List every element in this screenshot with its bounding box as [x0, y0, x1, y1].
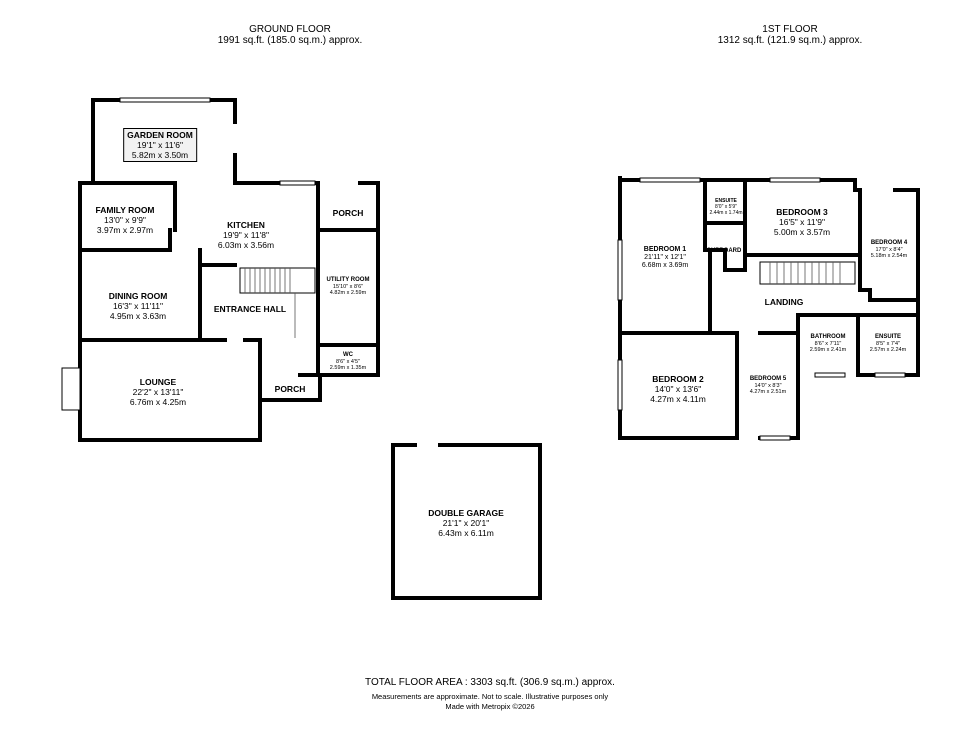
room-cupboard: CUPBOARD	[706, 248, 742, 254]
first-floor-area: 1312 sq.ft. (121.9 sq.m.) approx.	[717, 35, 863, 46]
room-double-garage: DOUBLE GARAGE 21'1" x 20'1" 6.43m x 6.11…	[428, 508, 504, 538]
room-bedroom-4: BEDROOM 4 17'0" x 8'4" 5.18m x 2.54m	[870, 240, 908, 259]
room-bedroom-5: BEDROOM 5 14'0" x 8'3" 4.27m x 2.51m	[749, 376, 787, 395]
room-porch-front: PORCH	[274, 384, 306, 394]
room-garden-room: GARDEN ROOM 19'1" x 11'6" 5.82m x 3.50m	[123, 128, 197, 162]
room-ensuite-2: ENSUITE 8'5" x 7'4" 2.57m x 2.24m	[869, 334, 907, 353]
total-floor-area: TOTAL FLOOR AREA : 3303 sq.ft. (306.9 sq…	[365, 677, 615, 688]
room-porch-rear: PORCH	[332, 208, 364, 218]
room-dining-room: DINING ROOM 16'3" x 11'11" 4.95m x 3.63m	[108, 291, 168, 321]
credit: Made with Metropix ©2026	[445, 702, 535, 711]
room-ensuite-1: ENSUITE 8'0" x 5'9" 2.44m x 1.74m	[709, 198, 743, 216]
disclaimer: Measurements are approximate. Not to sca…	[371, 692, 609, 701]
room-bedroom-2: BEDROOM 2 14'0" x 13'6" 4.27m x 4.11m	[650, 374, 706, 404]
room-bedroom-1: BEDROOM 1 21'11" x 12'1" 6.68m x 3.69m	[641, 246, 689, 269]
ground-floor-header: GROUND FLOOR 1991 sq.ft. (185.0 sq.m.) a…	[190, 24, 390, 46]
ground-stairs	[239, 267, 316, 338]
ground-floor-area: 1991 sq.ft. (185.0 sq.m.) approx.	[217, 35, 363, 46]
first-floor-title: 1ST FLOOR	[762, 24, 818, 35]
room-entrance-hall: ENTRANCE HALL	[213, 304, 287, 314]
room-landing: LANDING	[764, 297, 804, 307]
ground-floor-title: GROUND FLOOR	[249, 24, 331, 35]
first-floor-header: 1ST FLOOR 1312 sq.ft. (121.9 sq.m.) appr…	[690, 24, 890, 46]
room-bathroom: BATHROOM 8'6" x 7'11" 2.59m x 2.41m	[809, 334, 847, 353]
room-lounge: LOUNGE 22'2" x 13'11" 6.76m x 4.25m	[129, 377, 187, 407]
room-kitchen: KITCHEN 19'9" x 11'8" 6.03m x 3.56m	[217, 220, 275, 250]
room-family-room: FAMILY ROOM 13'0" x 9'9" 3.97m x 2.97m	[95, 205, 155, 235]
room-utility-room: UTILITY ROOM 15'10" x 8'6" 4.82m x 2.59m	[326, 277, 370, 296]
room-bedroom-3: BEDROOM 3 16'5" x 11'9" 5.00m x 3.57m	[773, 207, 831, 237]
first-floor-stairs	[759, 261, 856, 285]
room-wc: WC 8'6" x 4'5" 2.59m x 1.35m	[329, 352, 367, 371]
